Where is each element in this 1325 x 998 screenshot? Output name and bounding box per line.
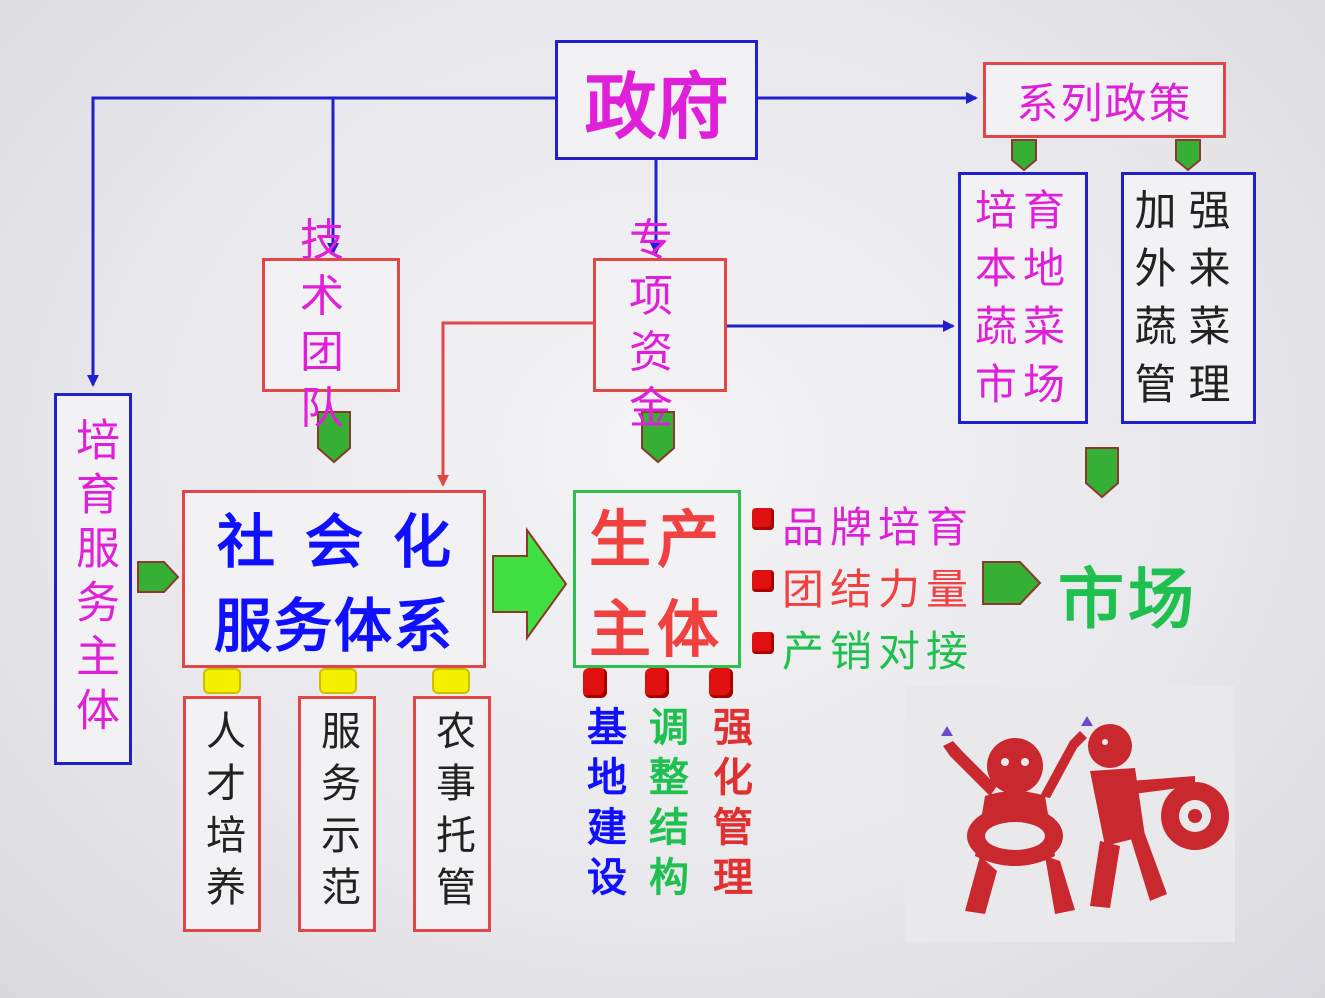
brand-tag-icon <box>752 508 774 530</box>
policies-box: 系列政策 <box>983 62 1226 138</box>
base-build-label: 基地建设 <box>580 706 626 906</box>
chevron-tech <box>317 411 351 464</box>
green-chevrons <box>137 139 1201 605</box>
service-subject-box: 培育服务主体 <box>54 393 132 765</box>
market-label: 市场 <box>1058 561 1198 638</box>
service-system-box: 社会化 服务体系 <box>182 490 486 668</box>
talent-box: 人才培养 <box>183 696 261 932</box>
red-tag-icon-1 <box>583 668 607 698</box>
gov-to-service-subject-line <box>87 96 556 387</box>
docking-tag-icon <box>752 632 774 654</box>
red-tag-icon-3 <box>709 668 733 698</box>
production-line1: 生产 <box>588 503 725 576</box>
yellow-tag-icon-3 <box>432 668 470 694</box>
chevron-policy-left <box>1011 139 1037 172</box>
docking-label: 产销对接 <box>782 627 975 676</box>
papercut-figures-icon <box>941 716 1229 914</box>
gov-connectors <box>87 92 978 387</box>
chevron-to-market <box>982 561 1042 605</box>
production-line2: 主体 <box>588 593 725 666</box>
chevron-policy-right <box>1175 139 1201 172</box>
talent-label: 人才培养 <box>199 710 245 918</box>
production-subject-box: 生产 主体 <box>573 490 741 668</box>
red-tag-icon-2 <box>645 668 669 698</box>
strengthen-mgmt-label: 强化管理 <box>706 706 752 906</box>
yellow-tag-icon-1 <box>203 668 241 694</box>
trusteeship-box: 农事托管 <box>413 696 491 932</box>
demo-box: 服务示范 <box>298 696 376 932</box>
demo-label: 服务示范 <box>314 710 360 918</box>
chevron-funds <box>641 411 675 464</box>
unite-tag-icon <box>752 570 774 592</box>
local-market-box: 培育本地蔬菜市场 <box>958 172 1088 424</box>
service-system-line1: 社会化 <box>216 508 481 576</box>
local-market-label: 培育本地蔬菜市场 <box>974 186 1071 409</box>
government-box: 政府 <box>555 40 758 160</box>
unite-label: 团结力量 <box>782 565 975 614</box>
outside-mgmt-label: 加强外来蔬菜管理 <box>1134 186 1243 409</box>
special-funds-label: 专项资金 <box>629 215 691 434</box>
papercut-illustration <box>905 686 1235 942</box>
tech-team-label: 技术团队 <box>300 215 362 434</box>
trusteeship-label: 农事托管 <box>429 710 475 918</box>
brand-label: 品牌培育 <box>782 503 975 552</box>
service-subject-label: 培育服务主体 <box>68 417 119 741</box>
adjust-structure-label: 调整结构 <box>642 706 688 906</box>
policies-label: 系列政策 <box>1016 78 1193 128</box>
tech-team-box: 技术团队 <box>262 215 400 434</box>
special-funds-box: 专项资金 <box>593 215 727 434</box>
chevron-market <box>1085 447 1119 499</box>
big-green-arrow <box>492 526 568 642</box>
outside-mgmt-box: 加强外来蔬菜管理 <box>1121 172 1256 424</box>
service-system-line2: 服务体系 <box>213 592 454 660</box>
yellow-tag-icon-2 <box>319 668 357 694</box>
government-label: 政府 <box>584 64 729 149</box>
funds-to-service-system-line <box>437 321 593 487</box>
chevron-service-subject <box>137 561 180 593</box>
